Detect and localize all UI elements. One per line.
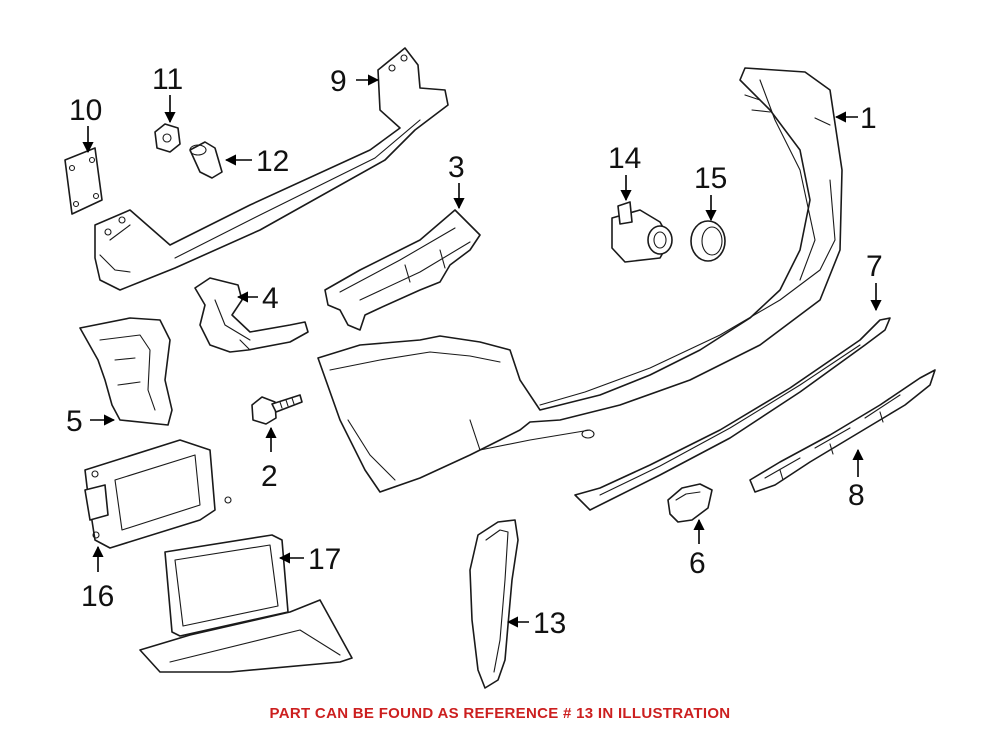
part-9-reinforcement[interactable] — [94, 47, 449, 291]
part-15-sensor-ring[interactable] — [690, 220, 726, 262]
callout-13: 13 — [533, 607, 566, 640]
reference-note: PART CAN BE FOUND AS REFERENCE # 13 IN I… — [269, 705, 731, 722]
part-17-frame[interactable] — [139, 534, 353, 673]
callout-labels: 1 2 3 4 5 6 7 8 9 10 11 12 13 14 15 16 1… — [66, 63, 883, 640]
callout-8: 8 — [848, 479, 865, 512]
part-11-nut[interactable] — [154, 123, 181, 153]
callout-12: 12 — [256, 145, 289, 178]
callout-14: 14 — [608, 142, 641, 175]
part-6-cap[interactable] — [667, 483, 713, 523]
callout-9: 9 — [330, 65, 347, 98]
callout-3: 3 — [448, 151, 465, 184]
part-14-sensor[interactable] — [611, 201, 673, 263]
callout-4: 4 — [262, 282, 279, 315]
part-10-plate[interactable] — [64, 147, 103, 215]
callout-15: 15 — [694, 162, 727, 195]
callout-11: 11 — [152, 63, 183, 96]
callout-7: 7 — [866, 250, 883, 283]
callout-16: 16 — [81, 580, 114, 613]
callout-10: 10 — [69, 94, 102, 127]
part-8-diffuser[interactable] — [749, 369, 936, 493]
part-2-bolt[interactable] — [251, 394, 303, 425]
callout-1: 1 — [860, 102, 877, 135]
part-5-side-bracket[interactable] — [79, 317, 173, 426]
part-3-bracket[interactable] — [324, 209, 481, 331]
part-16-module[interactable] — [84, 439, 232, 549]
callout-5: 5 — [66, 405, 83, 438]
leader-lines — [82, 74, 882, 628]
callout-2: 2 — [261, 460, 278, 493]
part-1-bumper-cover[interactable] — [317, 67, 843, 493]
part-12-grommet[interactable] — [189, 141, 223, 179]
part-4-support[interactable] — [194, 277, 309, 353]
callout-6: 6 — [689, 547, 706, 580]
part-7-lower-trim[interactable] — [574, 317, 891, 511]
part-13-reflector[interactable] — [469, 519, 519, 689]
callout-17: 17 — [308, 543, 341, 576]
